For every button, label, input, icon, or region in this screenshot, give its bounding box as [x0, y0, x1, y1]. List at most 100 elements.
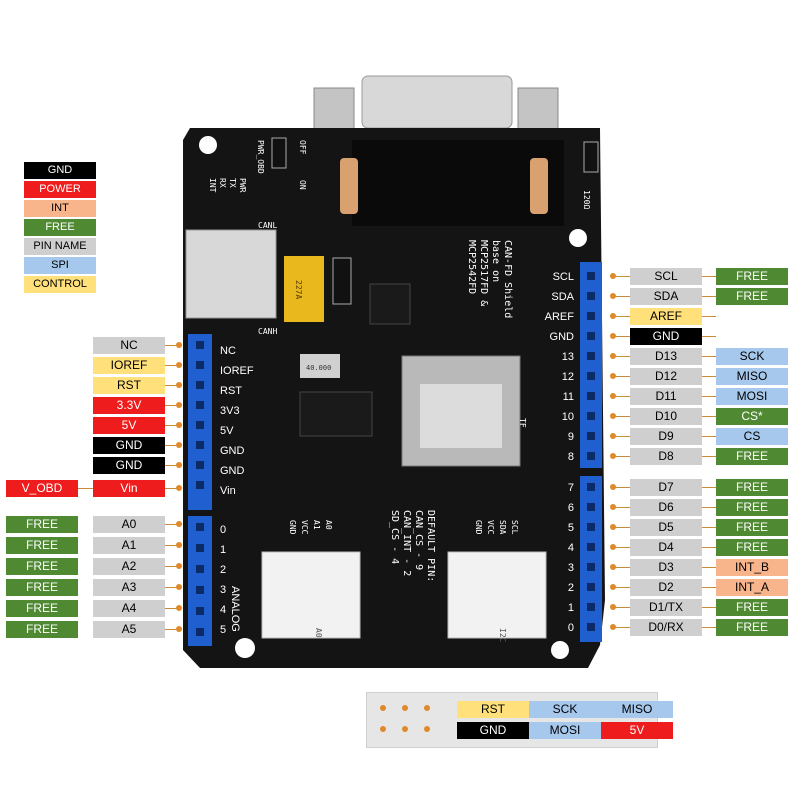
connector-dot [176, 521, 182, 527]
connector-dot [176, 422, 182, 428]
connector-dot [176, 382, 182, 388]
connector-dot [176, 485, 182, 491]
icsp-5v: 5V [601, 722, 673, 739]
connector-dot [610, 333, 616, 339]
connector-line [78, 488, 93, 489]
pin-label-a3: A3 [93, 579, 165, 596]
silk-aref: AREF [545, 311, 575, 323]
header-pin-hole [196, 341, 204, 349]
pin-function-d4: FREE [716, 539, 788, 556]
pin-label-d5: D5 [630, 519, 702, 536]
pin-label-gnd-2: GND [93, 457, 165, 474]
connector-line [165, 608, 177, 609]
capacitor [284, 256, 324, 322]
pin-function-a0: FREE [6, 516, 78, 533]
header-pin-hole [196, 523, 204, 531]
silk-pwr-obd: PWR_OBD [256, 140, 265, 174]
silk-ioref: IOREF [220, 365, 254, 377]
silk-d9: 9 [568, 431, 574, 443]
mounting-hole [551, 641, 569, 659]
header-pin-hole [587, 543, 595, 551]
header-analog [188, 516, 212, 646]
silk-d1: 1 [568, 602, 574, 614]
connector-line [702, 336, 716, 337]
header-pin-hole [587, 523, 595, 531]
pin-label-sda: SDA [630, 288, 702, 305]
icsp-rst: RST [457, 701, 529, 718]
pin-label-nc: NC [93, 337, 165, 354]
connector-line [614, 547, 630, 548]
grove-i2c [447, 551, 547, 639]
silk-a0: 0 [220, 524, 226, 536]
header-pin-hole [196, 441, 204, 449]
pin-function-d5: FREE [716, 519, 788, 536]
connector-line [702, 296, 716, 297]
connector-line [702, 567, 716, 568]
connector-line [614, 527, 630, 528]
connector-dot [610, 484, 616, 490]
connector-dot [176, 563, 182, 569]
connector-line [702, 627, 716, 628]
header-pin-hole [587, 452, 595, 460]
db9-screw-left [340, 158, 358, 214]
pin-function-d13: SCK [716, 348, 788, 365]
connector-line [614, 456, 630, 457]
connector-line [614, 276, 630, 277]
pin-label-5v: 5V [93, 417, 165, 434]
connector-dot [610, 524, 616, 530]
silk-d2: 2 [568, 582, 574, 594]
connector-dot [610, 313, 616, 319]
db9-connector-body [352, 140, 564, 226]
pin-label-d1: D1/TX [630, 599, 702, 616]
silk-canh: CANH [258, 327, 277, 336]
connector-dot [380, 726, 386, 732]
header-pin-hole [587, 392, 595, 400]
legend-control: CONTROL [24, 276, 96, 293]
pin-label-d4: D4 [630, 539, 702, 556]
connector-line [165, 425, 177, 426]
pin-function-d3: INT_B [716, 559, 788, 576]
silk-default-1: DEFAULT PIN: [425, 510, 436, 582]
header-pin-hole [587, 483, 595, 491]
connector-dot [176, 442, 182, 448]
connector-line [702, 376, 716, 377]
pin-label-d10: D10 [630, 408, 702, 425]
tf-card-slot [420, 384, 502, 448]
header-pin-hole [196, 565, 204, 573]
connector-line [165, 629, 177, 630]
silk-grove-a0-label: A0 [314, 628, 323, 638]
connector-dot [176, 626, 182, 632]
pin-label-a1: A1 [93, 537, 165, 554]
db9-screw-right [530, 158, 548, 214]
silk-d8: 8 [568, 451, 574, 463]
connector-dot [402, 705, 408, 711]
header-pin-hole [587, 583, 595, 591]
connector-dot [380, 705, 386, 711]
icsp-mosi: MOSI [529, 722, 601, 739]
pin-label-d3: D3 [630, 559, 702, 576]
connector-dot [610, 453, 616, 459]
connector-dot [176, 584, 182, 590]
pin-function-d9: CS [716, 428, 788, 445]
pin-label-ioref: IOREF [93, 357, 165, 374]
connector-dot [610, 604, 616, 610]
connector-line [165, 445, 177, 446]
pin-label-3v3: 3.3V [93, 397, 165, 414]
header-pin-hole [196, 628, 204, 636]
silk-default-4: SD_CS - 4 [389, 510, 400, 564]
pin-function-d7: FREE [716, 479, 788, 496]
connector-dot [610, 564, 616, 570]
silk-d3: 3 [568, 562, 574, 574]
connector-line [165, 488, 177, 489]
connector-line [702, 456, 716, 457]
legend-int: INT [24, 200, 96, 217]
pin-label-scl: SCL [630, 268, 702, 285]
connector-line [165, 345, 177, 346]
header-pin-hole [196, 607, 204, 615]
silk-grove-i2c-label: I2C [498, 628, 507, 643]
terminal-block [185, 229, 277, 319]
pin-function-d1: FREE [716, 599, 788, 616]
pin-function-v-obd: V_OBD [6, 480, 78, 497]
silk-canl: CANL [258, 221, 277, 230]
